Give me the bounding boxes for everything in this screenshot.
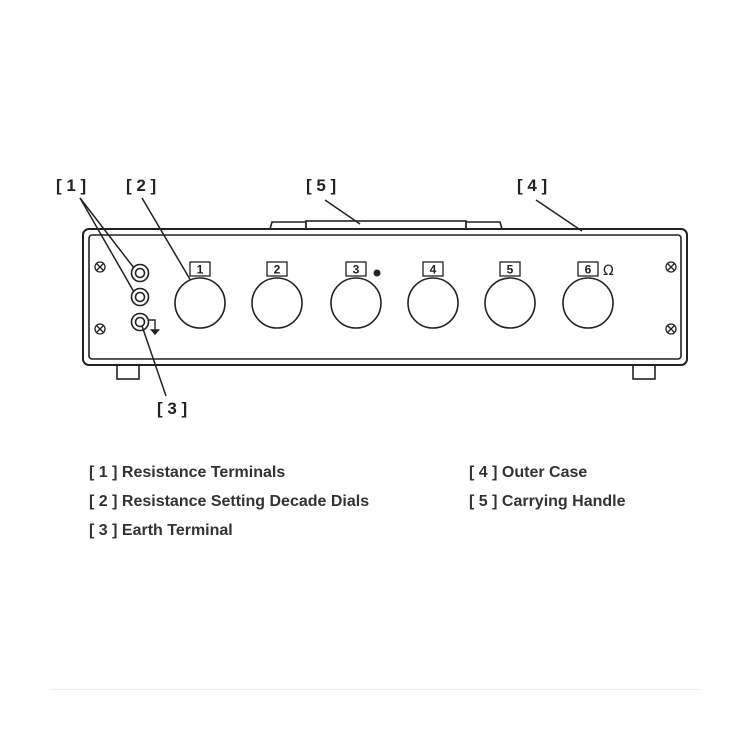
callout-4-label: [ 4 ] [517,176,547,195]
leader-line-2 [141,197,192,282]
decade-dial-number: 3 [353,263,360,277]
case-feet [116,364,656,380]
footer-divider [50,689,700,690]
screw-bottom-left-icon [94,323,106,335]
panel-screws [94,261,677,335]
decade-dials: 1 2 3 4 5 6 Ω [174,261,614,329]
earth-terminal [130,312,150,332]
callout-3-label: [ 3 ] [157,399,187,418]
decade-dial-number: 2 [274,263,281,277]
parts-legend: [ 1 ] Resistance Terminals [ 2 ] Resista… [0,461,750,551]
leader-line-5 [324,199,361,225]
leader-line-1a [79,197,135,269]
legend-item-decade-dials: [ 2 ] Resistance Setting Decade Dials [89,493,370,510]
decade-dial-6: 6 Ω [562,261,614,329]
legend-item-carrying-handle: [ 5 ] Carrying Handle [469,493,626,510]
outer-case [82,228,688,366]
decade-dial-number: 1 [197,263,204,277]
decade-dial-4: 4 [407,261,459,329]
decade-dial-number: 4 [430,263,437,277]
legend-item-resistance-terminals: [ 1 ] Resistance Terminals [89,464,286,481]
screw-bottom-right-icon [665,323,677,335]
leader-line-1b [79,197,135,293]
earth-symbol-icon [149,319,161,336]
leader-line-4 [535,199,583,232]
decade-dial-2: 2 [251,261,303,329]
screw-top-left-icon [94,261,106,273]
decade-dial-number: 6 [585,263,592,277]
decade-dial-1: 1 [174,261,226,329]
legend-item-outer-case: [ 4 ] Outer Case [469,464,588,481]
resistance-terminals [130,263,150,307]
callout-5-label: [ 5 ] [306,176,336,195]
ohm-symbol: Ω [603,263,614,279]
legend-column-left: [ 1 ] Resistance Terminals [ 2 ] Resista… [89,461,369,548]
decimal-point-dot [373,269,381,277]
decade-dial-3: 3 [330,261,382,329]
resistance-terminal-lower [130,287,150,307]
decade-dial-5: 5 [484,261,536,329]
carrying-handle [268,220,504,230]
leader-line-3 [141,325,167,397]
front-panel [88,234,682,360]
decade-dial-number: 5 [507,263,514,277]
callout-2-label: [ 2 ] [126,176,156,195]
leader-lines [79,197,583,397]
legend-item-earth-terminal: [ 3 ] Earth Terminal [89,522,233,539]
legend-column-right: [ 4 ] Outer Case [ 5 ] Carrying Handle [469,461,625,519]
screw-top-right-icon [665,261,677,273]
resistance-terminal-upper [130,263,150,283]
callout-1-label: [ 1 ] [56,176,86,195]
